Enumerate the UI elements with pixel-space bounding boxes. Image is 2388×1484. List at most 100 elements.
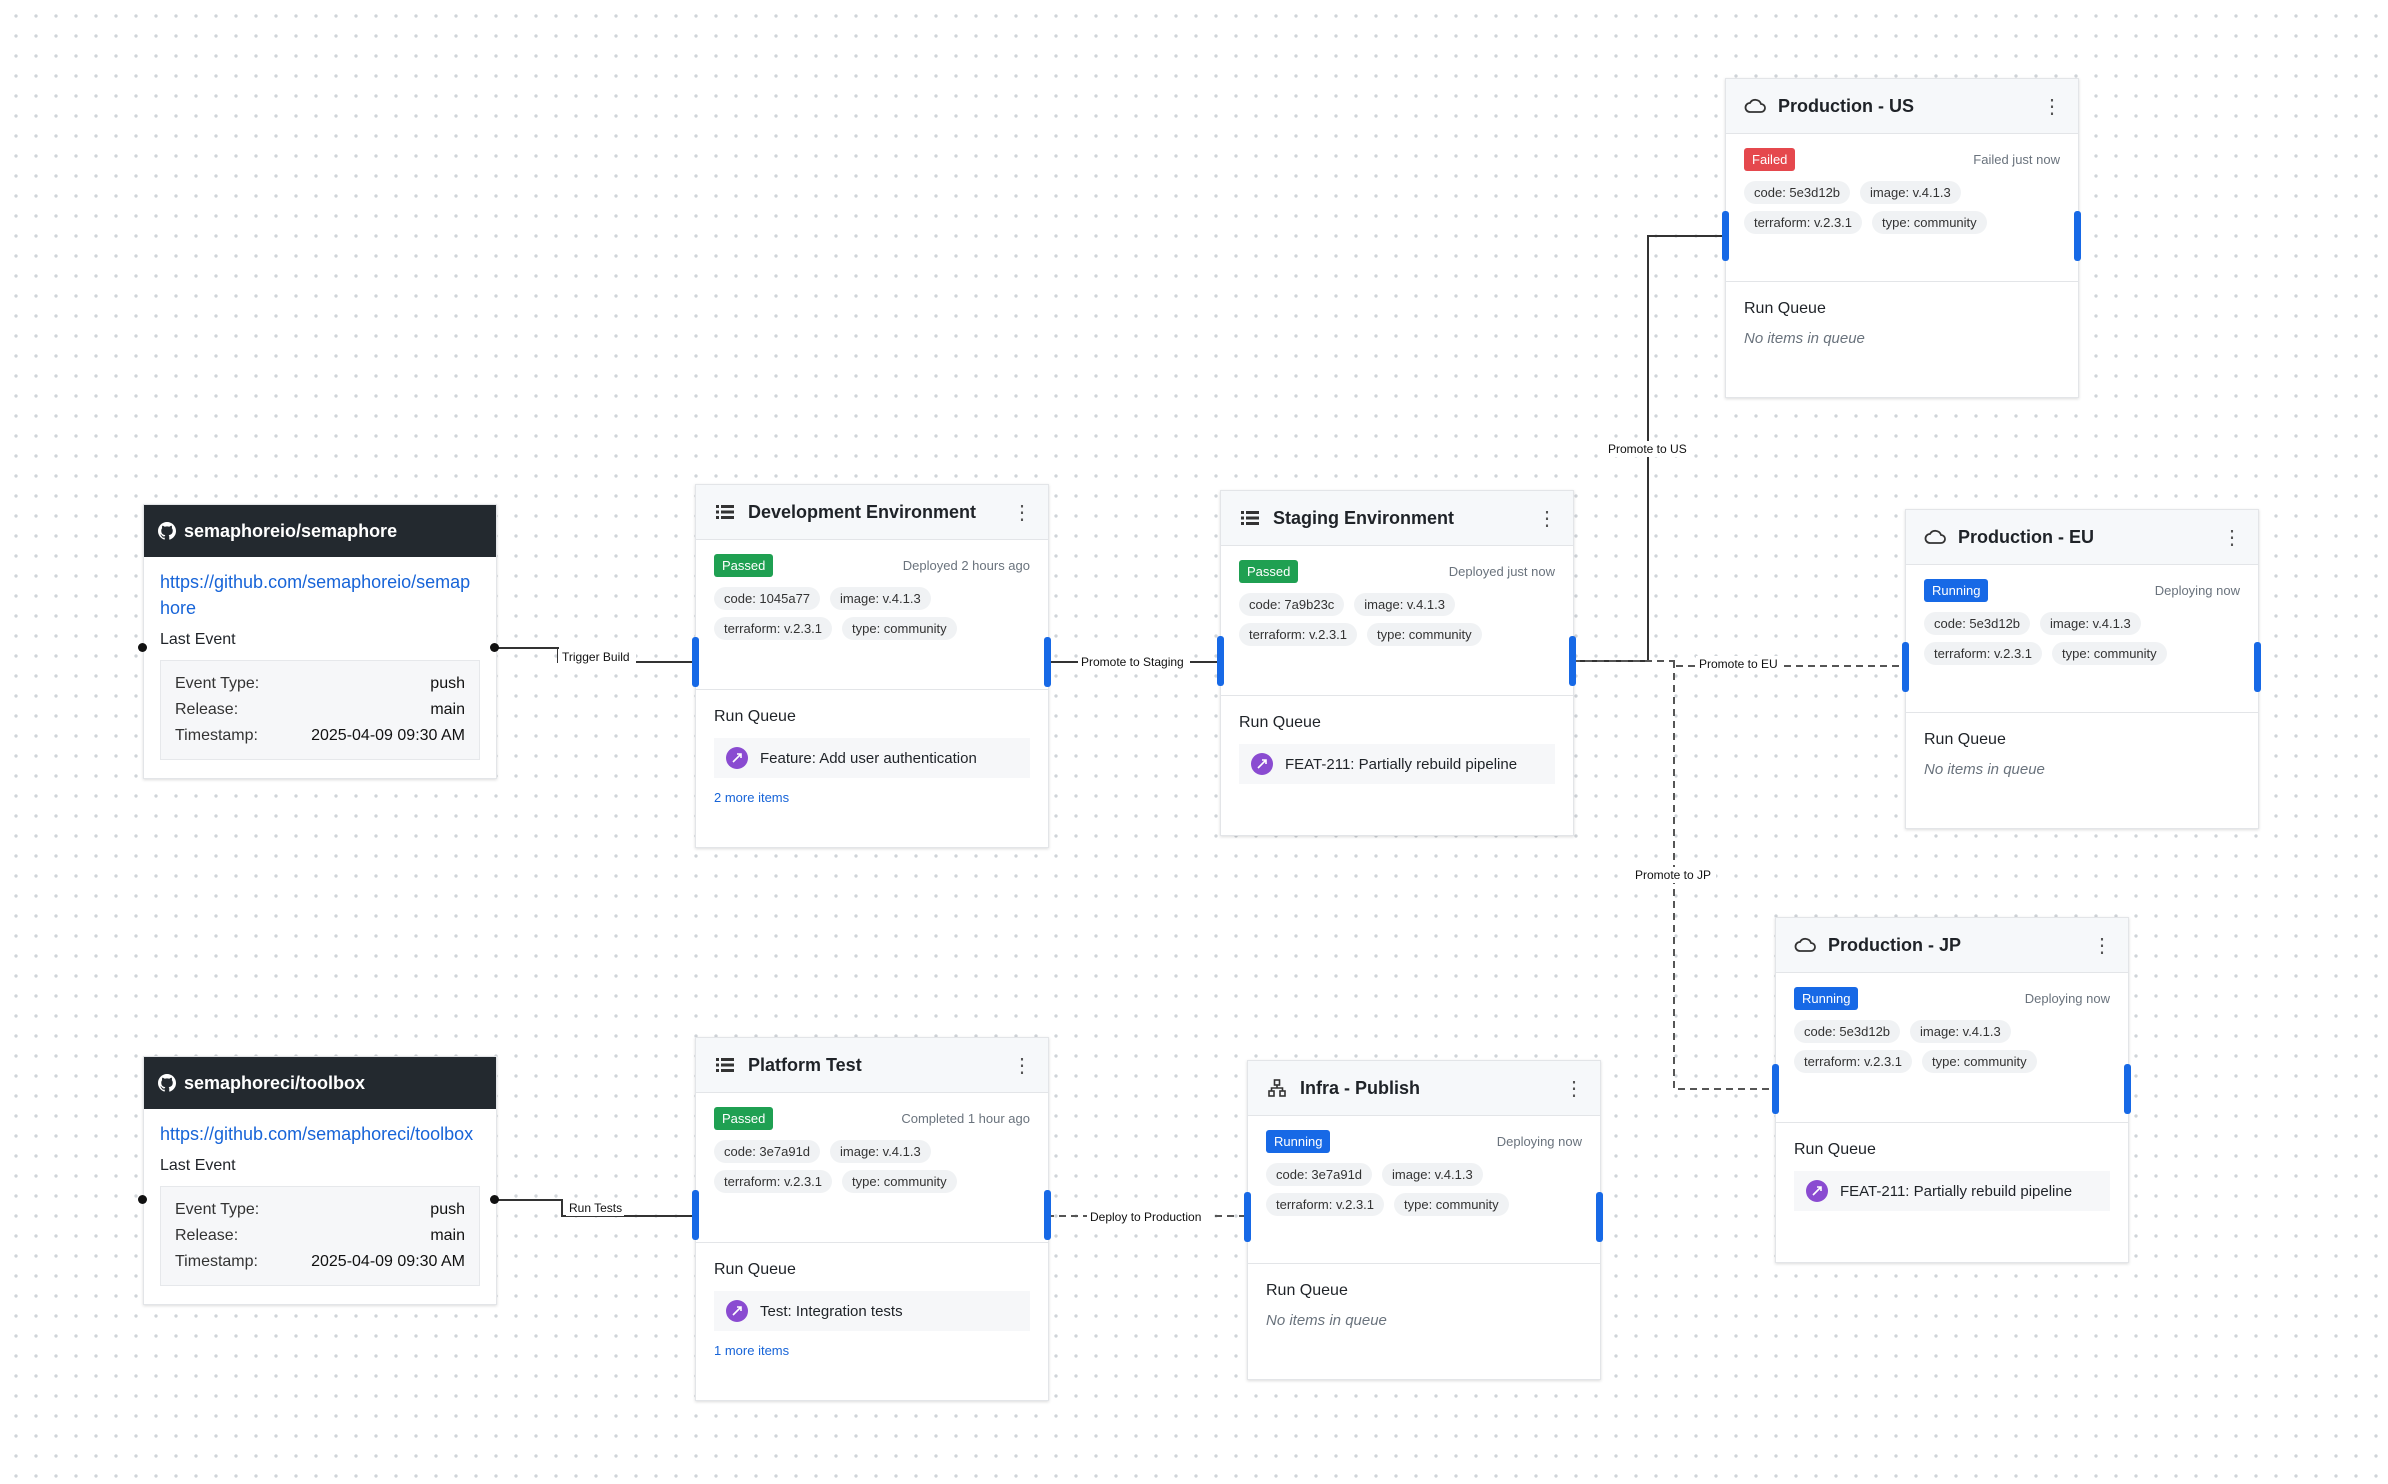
stage-status-section: Passed Deployed just now code: 7a9b23c i… xyxy=(1221,546,1573,696)
tag-code: code: 7a9b23c xyxy=(1239,593,1345,616)
queue-item[interactable]: Test: Integration tests xyxy=(714,1291,1030,1331)
tag-type: type: community xyxy=(1872,211,1987,234)
source-output-port[interactable] xyxy=(138,643,147,652)
run-queue-title: Run Queue xyxy=(714,1261,796,1278)
stage-title: Production - JP xyxy=(1828,934,1962,955)
queue-item-label: FEAT-211: Partially rebuild pipeline xyxy=(1285,755,1518,773)
stage-header: Infra - Publish ⋮ xyxy=(1248,1061,1600,1116)
cloud-icon xyxy=(1924,526,1946,548)
source-output-port[interactable] xyxy=(138,1195,147,1204)
edge-promote-jp[interactable] xyxy=(1673,661,1775,1090)
stage-status-section: Running Deploying now code: 5e3d12b imag… xyxy=(1776,973,2128,1123)
stage-card-production-eu[interactable]: Production - EU ⋮ Running Deploying now … xyxy=(1905,509,2259,829)
stage-card-platform-test[interactable]: Platform Test ⋮ Passed Completed 1 hour … xyxy=(695,1037,1049,1401)
pipeline-icon xyxy=(726,747,748,769)
output-port[interactable] xyxy=(1596,1192,1603,1242)
source-repo-link[interactable]: https://github.com/semaphoreci/toolbox xyxy=(160,1124,474,1144)
tag-code: code: 5e3d12b xyxy=(1924,612,2031,635)
more-options-icon[interactable]: ⋮ xyxy=(1537,507,1557,530)
edge-trigger-build[interactable] xyxy=(494,647,694,663)
queue-item[interactable]: Feature: Add user authentication xyxy=(714,738,1030,778)
tag-image: image: v.4.1.3 xyxy=(1910,1020,2011,1043)
source-repo-link[interactable]: https://github.com/semaphoreio/semaphore xyxy=(160,572,471,618)
run-queue: Run Queue Test: Integration tests 1 more… xyxy=(696,1243,1048,1378)
edge-label-trigger-build: Trigger Build xyxy=(562,650,630,664)
stage-card-development[interactable]: Development Environment ⋮ Passed Deploye… xyxy=(695,484,1049,848)
stage-card-production-jp[interactable]: Production - JP ⋮ Running Deploying now … xyxy=(1775,917,2129,1263)
input-port[interactable] xyxy=(1244,1192,1251,1242)
stage-status-section: Running Deploying now code: 5e3d12b imag… xyxy=(1906,565,2258,713)
stage-card-production-us[interactable]: Production - US ⋮ Failed Failed just now… xyxy=(1725,78,2079,398)
source-output-port[interactable] xyxy=(490,643,499,652)
more-items-link[interactable]: 2 more items xyxy=(714,790,790,805)
tag-terraform: terraform: v.2.3.1 xyxy=(1794,1050,1913,1073)
status-time: Deploying now xyxy=(2024,991,2110,1006)
event-type-value: push xyxy=(430,1201,465,1218)
output-port[interactable] xyxy=(1569,636,1576,686)
stage-status-section: Passed Deployed 2 hours ago code: 1045a7… xyxy=(696,540,1048,690)
more-options-icon[interactable]: ⋮ xyxy=(2092,934,2112,957)
output-port[interactable] xyxy=(1044,1190,1051,1240)
tag-code: code: 3e7a91d xyxy=(1266,1163,1373,1186)
source-card-toolbox[interactable]: semaphoreci/toolbox https://github.com/s… xyxy=(143,1056,497,1305)
tag-type: type: community xyxy=(1394,1193,1509,1216)
run-queue: Run Queue FEAT-211: Partially rebuild pi… xyxy=(1221,696,1573,802)
queue-item[interactable]: FEAT-211: Partially rebuild pipeline xyxy=(1794,1171,2110,1211)
input-port[interactable] xyxy=(692,637,699,687)
input-port[interactable] xyxy=(1722,211,1729,261)
output-port[interactable] xyxy=(2074,211,2081,261)
status-badge: Running xyxy=(1794,987,1859,1010)
list-icon xyxy=(714,1054,736,1076)
input-port[interactable] xyxy=(692,1190,699,1240)
status-time: Deploying now xyxy=(1496,1134,1582,1149)
stage-header: Development Environment ⋮ xyxy=(696,485,1048,540)
tag-type: type: community xyxy=(1367,623,1482,646)
stage-card-staging[interactable]: Staging Environment ⋮ Passed Deployed ju… xyxy=(1220,490,1574,836)
more-options-icon[interactable]: ⋮ xyxy=(1012,1054,1032,1077)
release-value: main xyxy=(430,1227,465,1244)
status-time: Deployed 2 hours ago xyxy=(902,558,1030,573)
timestamp-label: Timestamp: xyxy=(175,1253,258,1270)
run-queue: Run Queue No items in queue xyxy=(1906,713,2258,796)
more-options-icon[interactable]: ⋮ xyxy=(2222,526,2242,549)
input-port[interactable] xyxy=(1217,636,1224,686)
output-port[interactable] xyxy=(1044,637,1051,687)
output-port[interactable] xyxy=(2124,1064,2131,1114)
version-tags: code: 3e7a91d image: v.4.1.3 terraform: … xyxy=(1266,1163,1596,1216)
tag-terraform: terraform: v.2.3.1 xyxy=(1266,1193,1385,1216)
last-event-label: Last Event xyxy=(160,1157,236,1174)
more-items-link[interactable]: 1 more items xyxy=(714,1343,790,1358)
status-time: Deployed just now xyxy=(1448,564,1555,579)
run-queue-title: Run Queue xyxy=(714,708,796,725)
more-options-icon[interactable]: ⋮ xyxy=(2042,95,2062,118)
input-port[interactable] xyxy=(1772,1064,1779,1114)
stage-card-infra-publish[interactable]: Infra - Publish ⋮ Running Deploying now … xyxy=(1247,1060,1601,1380)
stage-header: Platform Test ⋮ xyxy=(696,1038,1048,1093)
output-port[interactable] xyxy=(2254,642,2261,692)
tag-code: code: 5e3d12b xyxy=(1744,181,1851,204)
github-icon xyxy=(158,522,176,540)
event-details: Event Type:push Release:main Timestamp:2… xyxy=(160,660,480,760)
stage-header: Production - JP ⋮ xyxy=(1776,918,2128,973)
edge-promote-us[interactable] xyxy=(1573,235,1725,662)
source-card-semaphore[interactable]: semaphoreio/semaphore https://github.com… xyxy=(143,504,497,779)
tag-image: image: v.4.1.3 xyxy=(1354,593,1455,616)
edge-run-tests[interactable] xyxy=(494,1199,694,1217)
tag-terraform: terraform: v.2.3.1 xyxy=(1924,642,2043,665)
input-port[interactable] xyxy=(1902,642,1909,692)
status-badge: Passed xyxy=(714,554,774,577)
version-tags: code: 7a9b23c image: v.4.1.3 terraform: … xyxy=(1239,593,1569,646)
stage-title: Platform Test xyxy=(748,1054,862,1075)
release-label: Release: xyxy=(175,1227,239,1244)
status-badge: Running xyxy=(1266,1130,1331,1153)
run-queue-title: Run Queue xyxy=(1266,1282,1348,1299)
tag-terraform: terraform: v.2.3.1 xyxy=(1744,211,1863,234)
more-options-icon[interactable]: ⋮ xyxy=(1012,501,1032,524)
more-options-icon[interactable]: ⋮ xyxy=(1564,1077,1584,1100)
tag-type: type: community xyxy=(842,617,957,640)
source-output-port[interactable] xyxy=(490,1195,499,1204)
queue-item[interactable]: FEAT-211: Partially rebuild pipeline xyxy=(1239,744,1555,784)
stage-title: Staging Environment xyxy=(1273,507,1455,528)
timestamp-value: 2025-04-09 09:30 AM xyxy=(311,727,465,744)
edge-promote-eu[interactable] xyxy=(1573,660,1905,667)
